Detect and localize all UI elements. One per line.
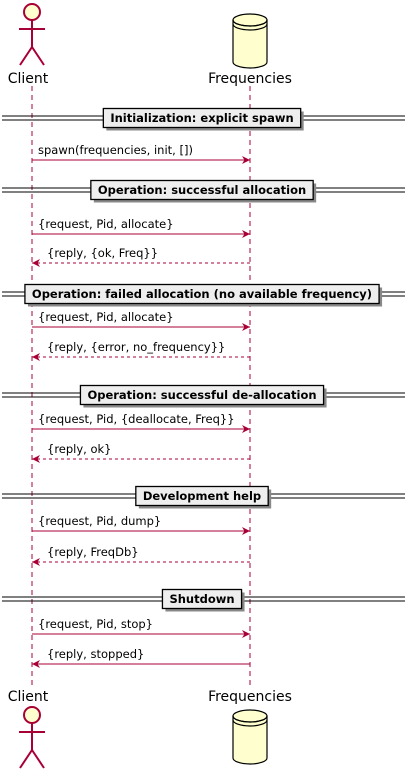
message-label: {request, Pid, allocate} — [38, 217, 174, 231]
message-label: {reply, FreqDb} — [47, 545, 139, 559]
participant-client-bottom-label: Client — [8, 689, 49, 705]
database-frequencies-bottom-icon — [232, 709, 268, 765]
participant-frequencies-bottom-label: Frequencies — [208, 689, 292, 705]
message-label: {reply, ok} — [47, 442, 112, 456]
participant-client-top-label: Client — [8, 71, 49, 87]
message-label: {request, Pid, stop} — [38, 617, 153, 631]
divider-box — [90, 179, 314, 201]
divider-box — [102, 107, 302, 129]
message-label: spawn(frequencies, init, []) — [38, 143, 193, 157]
divider-box — [24, 283, 380, 305]
divider-label: Development help — [143, 489, 261, 503]
actor-client-top-icon — [19, 3, 45, 66]
message-label: {request, Pid, allocate} — [38, 310, 174, 324]
participant-frequencies-top-label: Frequencies — [208, 71, 292, 87]
divider-label: Operation: failed allocation (no availab… — [32, 287, 372, 301]
actor-client-bottom-icon — [19, 706, 45, 769]
divider-label: Operation: successful de-allocation — [87, 388, 316, 402]
message-label: {reply, {error, no_frequency}} — [47, 340, 225, 354]
message-label: {reply, {ok, Freq}} — [47, 246, 158, 260]
divider-label: Shutdown — [169, 592, 234, 606]
message-label: {request, Pid, dump} — [38, 514, 161, 528]
message-label: {reply, stopped} — [47, 647, 144, 661]
divider-box — [161, 588, 243, 610]
divider-box — [79, 384, 325, 406]
divider-label: Initialization: explicit spawn — [110, 111, 293, 125]
database-frequencies-top-icon — [232, 13, 268, 69]
message-label: {request, Pid, {deallocate, Freq}} — [38, 412, 235, 426]
divider-box — [135, 485, 269, 507]
divider-label: Operation: successful allocation — [98, 183, 306, 197]
